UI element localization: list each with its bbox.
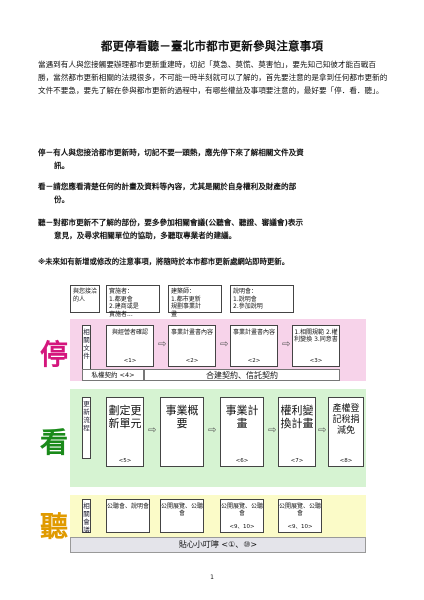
look-step-1-text: 劃定更新單元 [108,404,142,430]
point-listen: 聽－對都市更新不了解的部份，要多參加相關會議(公聽會、聽證、審議會)表示 意見，… [38,216,390,242]
document-title: 都更停看聽－臺北市都市更新參與注意事項 [100,39,324,53]
listen-box-4-num: <9、10> [287,524,313,530]
top-box-contact: 與您接洽的人 [70,285,100,313]
stop-step-3-text: 事業計畫書內容 [232,329,275,336]
look-step-1-num: <5> [118,458,132,464]
stop-step-4-num: <3> [309,358,323,364]
page-number: 1 [210,574,214,581]
stop-step-4: 1.相關規範 2.權利變換 3.同意書 <3> [292,325,340,367]
stop-label: 相關文件 [82,325,91,371]
look-char: 看 [40,426,69,459]
top-box-implementer: 實施者： 1.都更會 2.建商或是 實施者... [106,285,160,318]
point-look-line2: 份。 [54,195,70,205]
listen-box-1-text: 公聽會、說明會 [107,503,150,510]
stop-step-1-text: 與經營者確認 [111,329,148,336]
stop-step-3-num: <2> [247,358,261,364]
listen-box-1: 公聽會、說明會 [106,499,150,533]
arrow-icon: ⇨ [220,339,229,350]
intro-paragraph: 當遇到有人與您接觸要辦理都市更新重建時，切記「莫急、莫慌、莫害怕」，要先知己知彼… [38,60,388,96]
look-label: 更新流程 [82,397,91,459]
listen-box-4-text: 公開展覽、公聽會 [279,503,322,517]
point-look-line1: 看－請您應看清楚任何的計畫及資料等內容，尤其是關於自身權利及財產的部 [38,182,297,191]
top-box-architect: 建築師： 1.都市更新 規劃事業計 畫 [168,285,222,318]
look-step-3-num: <6> [235,458,249,464]
point-listen-line2: 意見，及尋求相關單位的協助，多聽取專業者的建議。 [54,231,237,241]
stop-step-2: 事業計畫書內容 <2> [168,325,216,367]
point-stop-line1: 停－有人與您接洽都市更新時，切記不要一頭熱，應先停下來了解相關文件及資 [38,148,304,157]
update-note: ※未來如有新增或修改的注意事項，將隨時於本市都市更新處網站即時更新。 [38,257,290,266]
stop-char: 停 [40,338,69,371]
point-stop-line2: 訊。 [54,161,70,171]
arrow-icon: ⇨ [148,425,157,436]
stop-step-3: 事業計畫書內容 <2> [230,325,278,367]
stop-step-4-text: 1.相關規範 2.權利變換 3.同意書 [294,329,338,343]
point-look: 看－請您應看清楚任何的計畫及資料等內容，尤其是關於自身權利及財產的部 份。 [38,180,390,206]
arrow-icon: ⇨ [208,425,217,436]
listen-label: 相關會議 [82,499,91,534]
look-step-3-text: 事業計畫 [225,404,259,430]
stop-step-1-num: <1> [123,358,137,364]
point-listen-line1: 聽－對都市更新不了解的部份，要多參加相關會議(公聽會、聽證、審議會)表示 [38,218,304,227]
top-box-meeting: 說明會： 1.說明會 2.參加說明 [230,285,294,313]
arrow-icon: ⇨ [282,339,291,350]
tip-bar: 貼心小叮嚀 <①、⑩> [70,537,366,553]
look-step-4-num: <7> [290,458,304,464]
look-step-5-text: 產權登記稅捐減免 [332,404,360,436]
point-stop: 停－有人與您接洽都市更新時，切記不要一頭熱，應先停下來了解相關文件及資 訊。 [38,146,390,172]
listen-box-3: 公開展覽、公聽會 <9、10> [220,499,264,533]
stop-step-2-num: <2> [185,358,199,364]
listen-box-3-num: <9、10> [229,524,255,530]
listen-box-4: 公開展覽、公聽會 <9、10> [278,499,322,533]
look-step-1: 劃定更新單元 <5> [106,397,144,467]
private-contract-bar: 私權契約 <4> [82,369,144,381]
arrow-icon: ⇨ [268,425,277,436]
arrow-icon: ⇨ [158,339,167,350]
look-step-4-text: 權利變換計畫 [280,404,314,430]
listen-box-2: 公開展覽、公聽會 [160,499,204,533]
look-step-5-num: <8> [339,458,353,464]
process-diagram: 與您接洽的人 實施者： 1.都更會 2.建商或是 實施者... 建築師： 1.都… [40,285,366,554]
listen-box-3-text: 公開展覽、公聽會 [221,503,264,517]
contract-types-bar: 合建契約、信託契約 [144,369,340,381]
arrow-icon: ⇨ [318,425,327,436]
look-step-5: 產權登記稅捐減免 <8> [328,397,364,467]
look-step-2-text: 事業概要 [165,404,199,430]
look-step-3: 事業計畫 <6> [220,397,264,467]
listen-box-2-text: 公開展覽、公聽會 [161,503,204,517]
look-step-2: 事業概要 [160,397,204,467]
stop-step-2-text: 事業計畫書內容 [170,329,213,336]
listen-char: 聽 [40,510,69,543]
stop-step-1: 與經營者確認 <1> [106,325,154,367]
look-step-4: 權利變換計畫 <7> [278,397,316,467]
